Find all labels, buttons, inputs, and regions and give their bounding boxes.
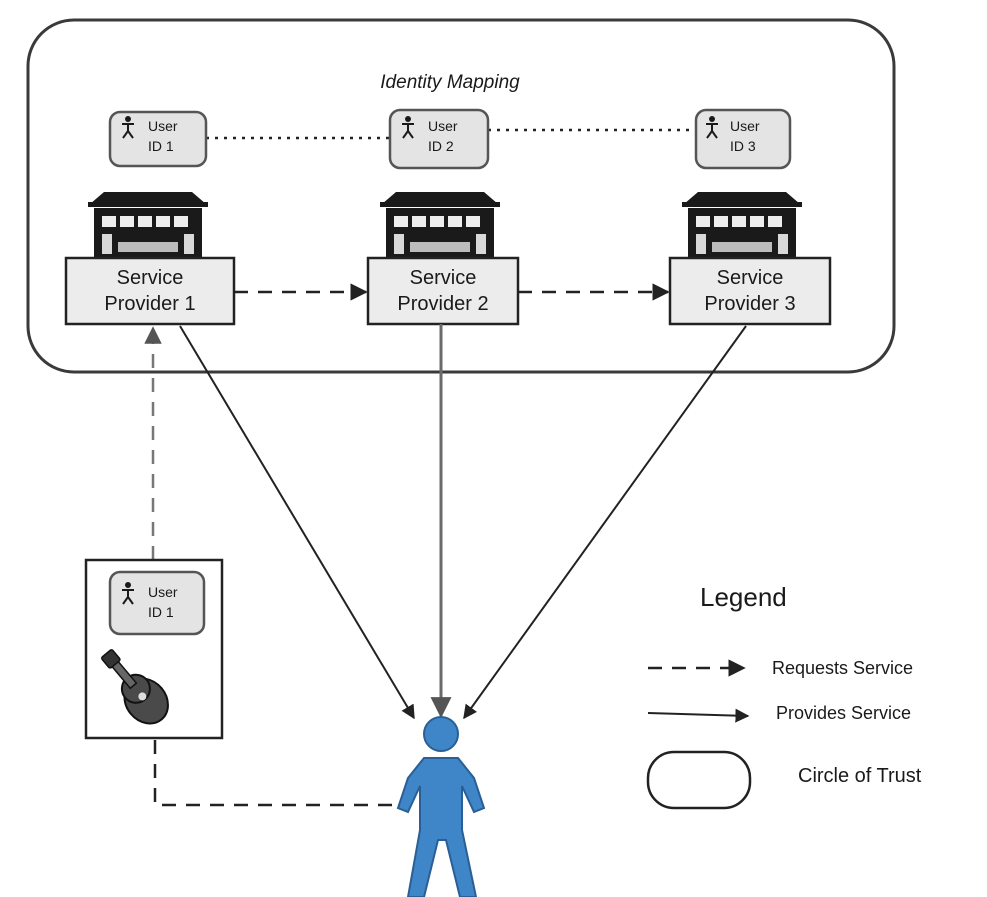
user-id-box-1: User ID 1 bbox=[108, 110, 208, 168]
user-id-label-line2: ID 1 bbox=[148, 138, 174, 154]
legend-provides-line bbox=[647, 708, 750, 723]
service-provider-label-line2: Provider 2 bbox=[397, 293, 488, 315]
user-id-label-line1: User bbox=[148, 118, 178, 134]
service-provider-label-line1: Service bbox=[410, 267, 477, 289]
user-id-label-line1: User bbox=[730, 118, 760, 134]
provides-arrow-sp3-user bbox=[463, 325, 747, 720]
building-icon bbox=[682, 192, 802, 260]
service-provider-label-line1: Service bbox=[117, 267, 184, 289]
device-user-link bbox=[153, 740, 392, 807]
service-provider-2: Service Provider 2 bbox=[366, 256, 520, 326]
service-provider-1: Service Provider 1 bbox=[64, 256, 236, 326]
legend-provides-label: Provides Service bbox=[776, 703, 911, 723]
user-id-label-line1: User bbox=[148, 584, 178, 600]
legend-title: Legend bbox=[700, 582, 787, 612]
user-id-box-3: User ID 3 bbox=[694, 108, 792, 170]
legend-requests-label: Requests Service bbox=[772, 658, 913, 678]
legend-circle-shape bbox=[646, 750, 752, 810]
legend-circle-label: Circle of Trust bbox=[798, 765, 922, 787]
user-id-label-line1: User bbox=[428, 118, 458, 134]
service-provider-label-line2: Provider 3 bbox=[704, 293, 795, 315]
provides-arrow-sp1-user bbox=[179, 325, 415, 720]
building-icon bbox=[380, 192, 500, 260]
user-device: User ID 1 bbox=[84, 558, 224, 740]
user-id-box-2: User ID 2 bbox=[388, 108, 490, 170]
user-id-label-line2: ID 1 bbox=[148, 604, 174, 620]
service-provider-3: Service Provider 3 bbox=[668, 256, 832, 326]
circle-of-trust bbox=[26, 18, 896, 374]
user-id-label-line2: ID 3 bbox=[730, 138, 756, 154]
user-id-box-device bbox=[108, 570, 206, 636]
service-provider-label-line2: Provider 1 bbox=[104, 293, 195, 315]
legend: Legend Requests Service Provides Service… bbox=[646, 582, 922, 810]
building-icon bbox=[88, 192, 208, 260]
service-provider-label-line1: Service bbox=[717, 267, 784, 289]
person-icon bbox=[396, 716, 486, 897]
user-id-label-line2: ID 2 bbox=[428, 138, 454, 154]
guitar-icon bbox=[101, 649, 169, 725]
circle-of-trust-title: Identity Mapping bbox=[380, 72, 520, 93]
